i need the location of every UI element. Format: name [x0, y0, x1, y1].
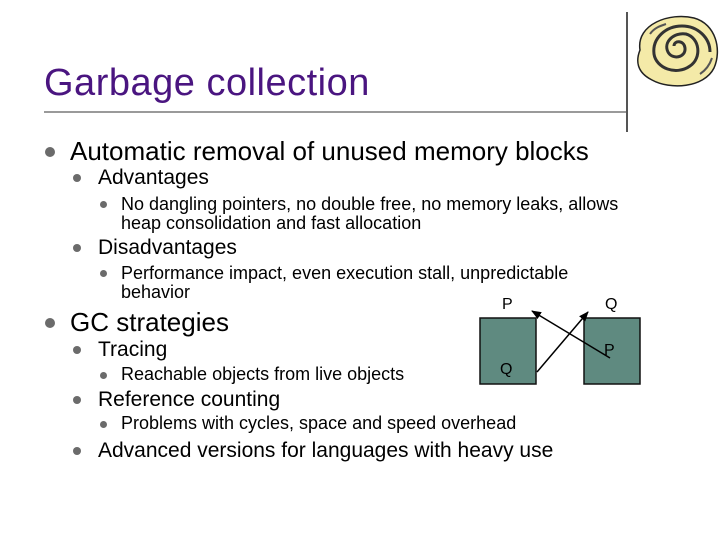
label-p-box: P — [604, 342, 615, 359]
bullet-dot — [73, 346, 81, 354]
bullet-tracing: Tracing — [98, 338, 168, 361]
bullet-auto-removal: Automatic removal of unused memory block… — [70, 136, 589, 166]
arrow-p-to-q — [531, 310, 611, 359]
slide-title: Garbage collection — [44, 62, 370, 104]
bullet-advantages: Advantages — [98, 166, 209, 189]
bullet-dot — [45, 147, 55, 157]
advantages-detail-line1: No dangling pointers, no double free, no… — [121, 194, 619, 214]
label-p-top: P — [502, 296, 513, 313]
bullet-dot — [100, 201, 107, 208]
disadvantages-detail-line2: behavior — [121, 282, 191, 302]
title-divider — [44, 111, 626, 113]
bullet-dot — [100, 372, 107, 379]
bullet-disadvantages: Disadvantages — [98, 236, 237, 259]
bullet-dot — [45, 318, 55, 328]
bullet-dot — [73, 396, 81, 404]
advantages-detail-line2: heap consolidation and fast allocation — [121, 213, 422, 233]
bullet-reference-counting: Reference counting — [98, 388, 281, 411]
tracing-detail: Reachable objects from live objects — [121, 364, 405, 384]
bullet-dot — [73, 447, 81, 455]
bullet-dot — [73, 244, 81, 252]
bullet-gc-strategies: GC strategies — [70, 307, 229, 337]
bullet-dot — [73, 174, 81, 182]
refcount-detail: Problems with cycles, space and speed ov… — [121, 413, 517, 433]
label-q-box: Q — [500, 361, 513, 378]
arrow-q-to-p — [536, 311, 589, 373]
bullet-dot — [100, 270, 107, 277]
vertical-divider — [626, 12, 628, 132]
bullet-advanced-versions: Advanced versions for languages with hea… — [98, 439, 554, 462]
spiral-logo-icon — [637, 15, 719, 87]
disadvantages-detail-line1: Performance impact, even execution stall… — [121, 263, 569, 283]
label-q-top: Q — [605, 296, 618, 313]
bullet-dot — [100, 421, 107, 428]
